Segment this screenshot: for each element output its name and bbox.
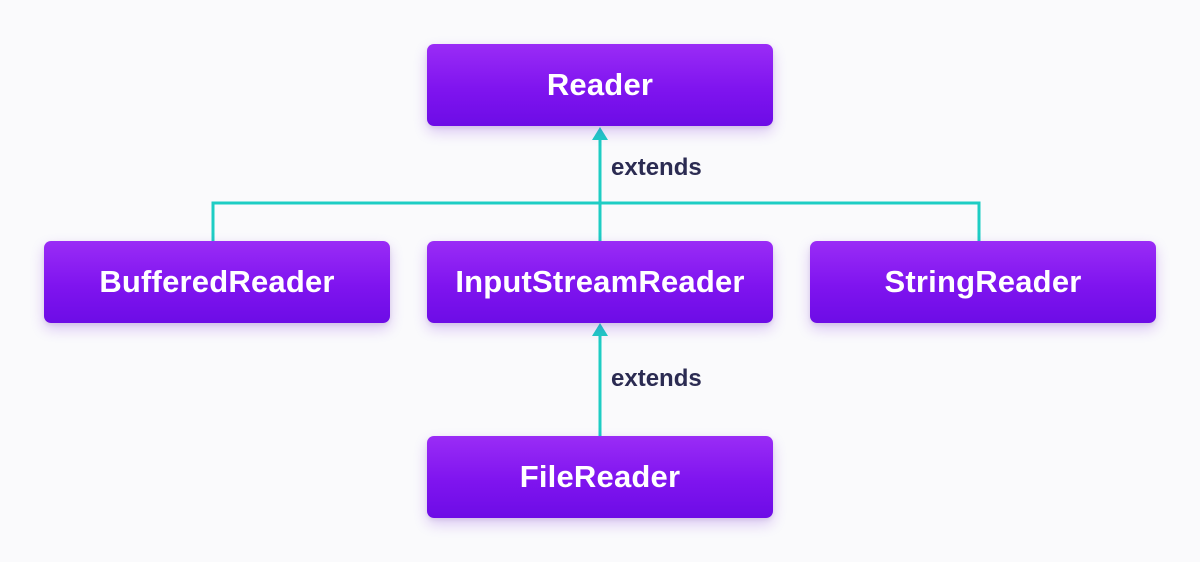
node-input-stream-reader: InputStreamReader bbox=[427, 241, 773, 323]
node-buffered-reader: BufferedReader bbox=[44, 241, 390, 323]
node-reader: Reader bbox=[427, 44, 773, 126]
connector-children-bar bbox=[211, 201, 981, 241]
arrowhead-isr bbox=[592, 323, 608, 336]
arrowhead-reader bbox=[592, 127, 608, 140]
edge-label-extends-top: extends bbox=[611, 154, 702, 181]
node-input-stream-reader-label: InputStreamReader bbox=[455, 264, 745, 299]
node-string-reader: StringReader bbox=[810, 241, 1156, 323]
node-string-reader-label: StringReader bbox=[884, 264, 1082, 299]
node-file-reader-label: FileReader bbox=[519, 459, 681, 494]
node-file-reader: FileReader bbox=[427, 436, 773, 518]
edge-label-extends-bottom: extends bbox=[611, 365, 702, 392]
node-reader-label: Reader bbox=[546, 67, 654, 102]
node-buffered-reader-label: BufferedReader bbox=[99, 264, 335, 299]
